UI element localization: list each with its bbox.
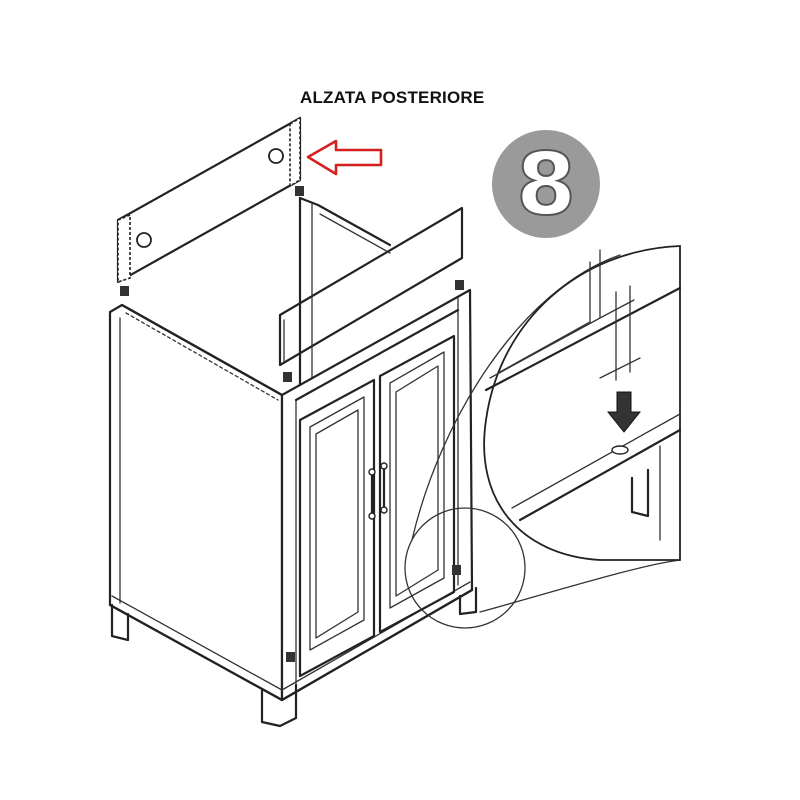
connector-peg bbox=[120, 286, 129, 296]
front-rail-panel bbox=[278, 206, 464, 382]
connector-peg bbox=[455, 280, 464, 290]
connector-peg bbox=[283, 372, 292, 382]
back-splash-panel bbox=[116, 116, 304, 296]
magnifier-detail-icon bbox=[411, 245, 682, 613]
step-number: 8 bbox=[516, 135, 576, 235]
callout-arrow-icon bbox=[306, 139, 383, 176]
detail-source-circle bbox=[404, 507, 526, 629]
connector-peg bbox=[452, 565, 461, 575]
connector-peg bbox=[286, 652, 295, 662]
down-arrow-icon bbox=[606, 391, 642, 433]
part-label: ALZATA POSTERIORE bbox=[300, 88, 485, 107]
left-door bbox=[298, 378, 376, 678]
right-door bbox=[378, 334, 456, 634]
connector-peg bbox=[295, 186, 304, 196]
step-badge-icon: 8 bbox=[492, 130, 600, 238]
step-badge-circle bbox=[492, 130, 600, 238]
cabinet-body bbox=[108, 196, 478, 728]
door-handles bbox=[368, 462, 388, 520]
